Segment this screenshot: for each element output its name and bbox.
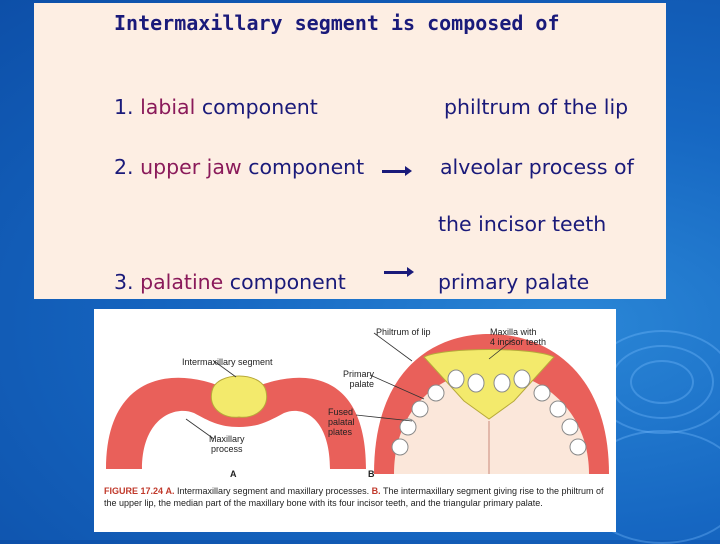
item-number: 1. [114, 95, 134, 119]
caption-part-b: B. [371, 486, 381, 496]
item-2-result-cont: the incisor teeth [438, 212, 607, 236]
label-a: A [230, 469, 237, 479]
anatomy-illustration [106, 332, 609, 474]
item-rest: component [248, 155, 365, 179]
slide-title: Intermaxillary segment is composed of [114, 11, 560, 35]
arrow-icon [384, 267, 414, 277]
arrow-icon [382, 166, 412, 176]
label-line: palatal [328, 417, 355, 427]
label-line: Primary [343, 369, 374, 379]
label-line: 4 incisor teeth [490, 337, 547, 347]
label-maxillary-process: Maxillary process [209, 434, 245, 454]
caption-text-b: The intermaxillary segment giving rise t… [104, 486, 604, 508]
item-number: 2. [114, 155, 134, 179]
label-fused-palatal-plates: Fused palatal plates [328, 407, 355, 437]
label-line: process [211, 444, 243, 454]
caption-figure-number: FIGURE 17.24 [104, 486, 164, 496]
item-1-result: philtrum of the lip [444, 95, 629, 119]
primary-palate-b [423, 349, 555, 420]
label-maxilla: Maxilla with 4 incisor teeth [490, 327, 546, 347]
label-philtrum: Philtrum of lip [376, 327, 431, 337]
label-line: Maxillary [209, 434, 245, 444]
anatomy-figure: Intermaxillary segment Maxillary process… [94, 309, 616, 532]
item-highlight: upper jaw [140, 155, 242, 179]
label-line: Fused [328, 407, 354, 417]
item-2: 2. upper jaw component [114, 155, 364, 179]
caption-part-a: A. [165, 486, 175, 496]
figure-caption: FIGURE 17.24 A. Intermaxillary segment a… [104, 486, 609, 509]
item-3-result: primary palate [438, 270, 590, 294]
item-highlight: palatine [140, 270, 224, 294]
item-2-result: alveolar process of [440, 155, 634, 179]
label-line: palate [349, 379, 374, 389]
item-number: 3. [114, 270, 134, 294]
label-line: plates [328, 427, 353, 437]
text-panel: Intermaxillary segment is composed of 1.… [34, 3, 666, 299]
caption-text-a: Intermaxillary segment and maxillary pro… [174, 486, 372, 496]
intermaxillary-segment-a [210, 375, 268, 418]
label-intermaxillary-segment: Intermaxillary segment [182, 357, 273, 367]
item-rest: component [229, 270, 346, 294]
item-1: 1. labial component [114, 95, 318, 119]
item-highlight: labial [140, 95, 196, 119]
maxillary-arch-a [106, 377, 366, 469]
label-b: B [368, 469, 375, 479]
label-primary-palate: Primary palate [340, 369, 374, 389]
item-rest: component [201, 95, 318, 119]
item-3: 3. palatine component [114, 270, 346, 294]
label-line: Maxilla with [490, 327, 537, 337]
